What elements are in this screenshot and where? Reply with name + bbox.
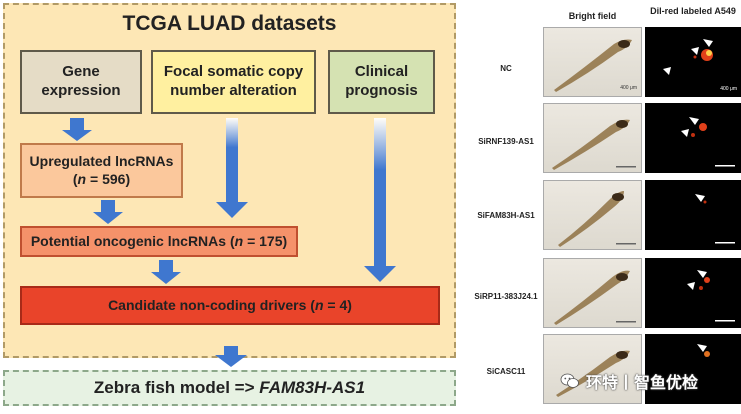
focal-cna-label: Focal somatic copy number alteration (163, 63, 304, 99)
dil-red-image-sifam83h (645, 180, 741, 250)
wechat-icon (560, 373, 579, 388)
white-arrow-icon (687, 282, 695, 290)
row-label-sicasc11: SiCASC11 (486, 367, 526, 376)
zebrafish-text: Zebra fish model => FAM83H-AS1 (94, 377, 365, 398)
watermark: 环特丨智鱼优检 (560, 368, 741, 394)
candidate-n: n (314, 296, 324, 313)
zebrafish-gene: FAM83H-AS1 (259, 378, 366, 398)
zebrafish-label: Zebra fish model => (93, 378, 260, 398)
upregulated-count: = 596 (86, 170, 126, 187)
bright-field-image-sirp11 (543, 258, 642, 328)
gene-expression-label: Gene expression (41, 63, 121, 99)
white-arrow-icon (703, 39, 713, 47)
white-arrow-icon (695, 194, 705, 202)
bright-field-header: Bright field (568, 11, 617, 21)
row-label-sirp11: SiRP11-383J24.1 (474, 292, 538, 301)
arrow-candidate-to-zebrafish (215, 346, 247, 367)
panel-title: TCGA LUAD datasets (122, 12, 337, 35)
fluorescence-image (697, 344, 710, 357)
candidate-drivers-box: Candidate non-coding drivers (n = 4) (20, 286, 440, 325)
candidate-count: = 4) (323, 296, 352, 313)
zebrafish-larva-image (552, 119, 636, 170)
potential-oncogenic-box: Potential oncogenic lncRNAs (n = 175) (20, 226, 298, 257)
candidate-label: Candidate non-coding drivers ( (108, 296, 315, 313)
zebrafish-larva-image (554, 39, 632, 92)
upregulated-text: Upregulated lncRNAs (n = 596) (29, 153, 174, 187)
zebrafish-larva-image (558, 191, 636, 247)
fluorescence-image (663, 39, 713, 75)
row-label-sirnf139: SiRNF139-AS1 (478, 137, 534, 146)
white-arrow-icon (663, 67, 671, 75)
fluorescence-image (695, 194, 735, 244)
potential-n: n (234, 232, 244, 249)
candidate-text: Candidate non-coding drivers (n = 4) (108, 297, 352, 315)
focal-cna-box: Focal somatic copy number alteration (151, 50, 316, 114)
bright-field-image-sirnf139 (543, 103, 642, 173)
bright-field-image-nc: 400 μm (543, 27, 642, 97)
fluorescence-image (681, 117, 735, 167)
bright-field-image-sifam83h (543, 180, 642, 250)
row-label-nc: NC (500, 64, 512, 73)
upregulated-lncrnas-box: Upregulated lncRNAs (n = 596) (20, 143, 183, 198)
zebrafish-model-box: Zebra fish model => FAM83H-AS1 (3, 370, 456, 406)
gene-expression-box: Gene expression (20, 50, 142, 114)
white-arrow-icon (691, 47, 699, 55)
dil-red-image-sirp11 (645, 258, 741, 328)
dil-red-image-nc: 400 μm (645, 27, 741, 97)
row-label-sifam83h: SiFAM83H-AS1 (477, 211, 535, 220)
dil-red-image-sicasc11 (645, 334, 741, 404)
white-arrow-icon (697, 344, 707, 352)
arrow-potential-to-candidate (151, 260, 181, 284)
scale-bar-label: 400 μm (620, 85, 637, 91)
potential-count: = 175) (243, 232, 288, 249)
arrow-upregulated-to-potential (93, 200, 123, 224)
scale-bar-label: 400 μm (720, 86, 737, 92)
dil-red-image-sirnf139 (645, 103, 741, 173)
white-arrow-icon (681, 129, 689, 137)
clinical-prognosis-box: Clinical prognosis (328, 50, 435, 114)
potential-text: Potential oncogenic lncRNAs (n = 175) (31, 233, 287, 251)
potential-label: Potential oncogenic lncRNAs ( (30, 232, 235, 249)
upregulated-label: Upregulated lncRNAs (29, 153, 174, 169)
upregulated-n: n (77, 170, 87, 187)
zebrafish-larva-image (554, 270, 636, 325)
white-arrow-icon (697, 270, 707, 278)
white-arrow-icon (689, 117, 699, 125)
dil-red-header: Dil-red labeled A549 (650, 6, 736, 16)
arrow-clinical-to-candidate (364, 118, 396, 282)
watermark-text: 环特丨智鱼优检 (586, 375, 699, 392)
fluorescence-image (687, 270, 735, 322)
arrow-gene-to-upregulated (62, 118, 92, 141)
arrow-focal-to-potential (216, 118, 248, 218)
clinical-prognosis-label: Clinical prognosis (345, 63, 418, 99)
